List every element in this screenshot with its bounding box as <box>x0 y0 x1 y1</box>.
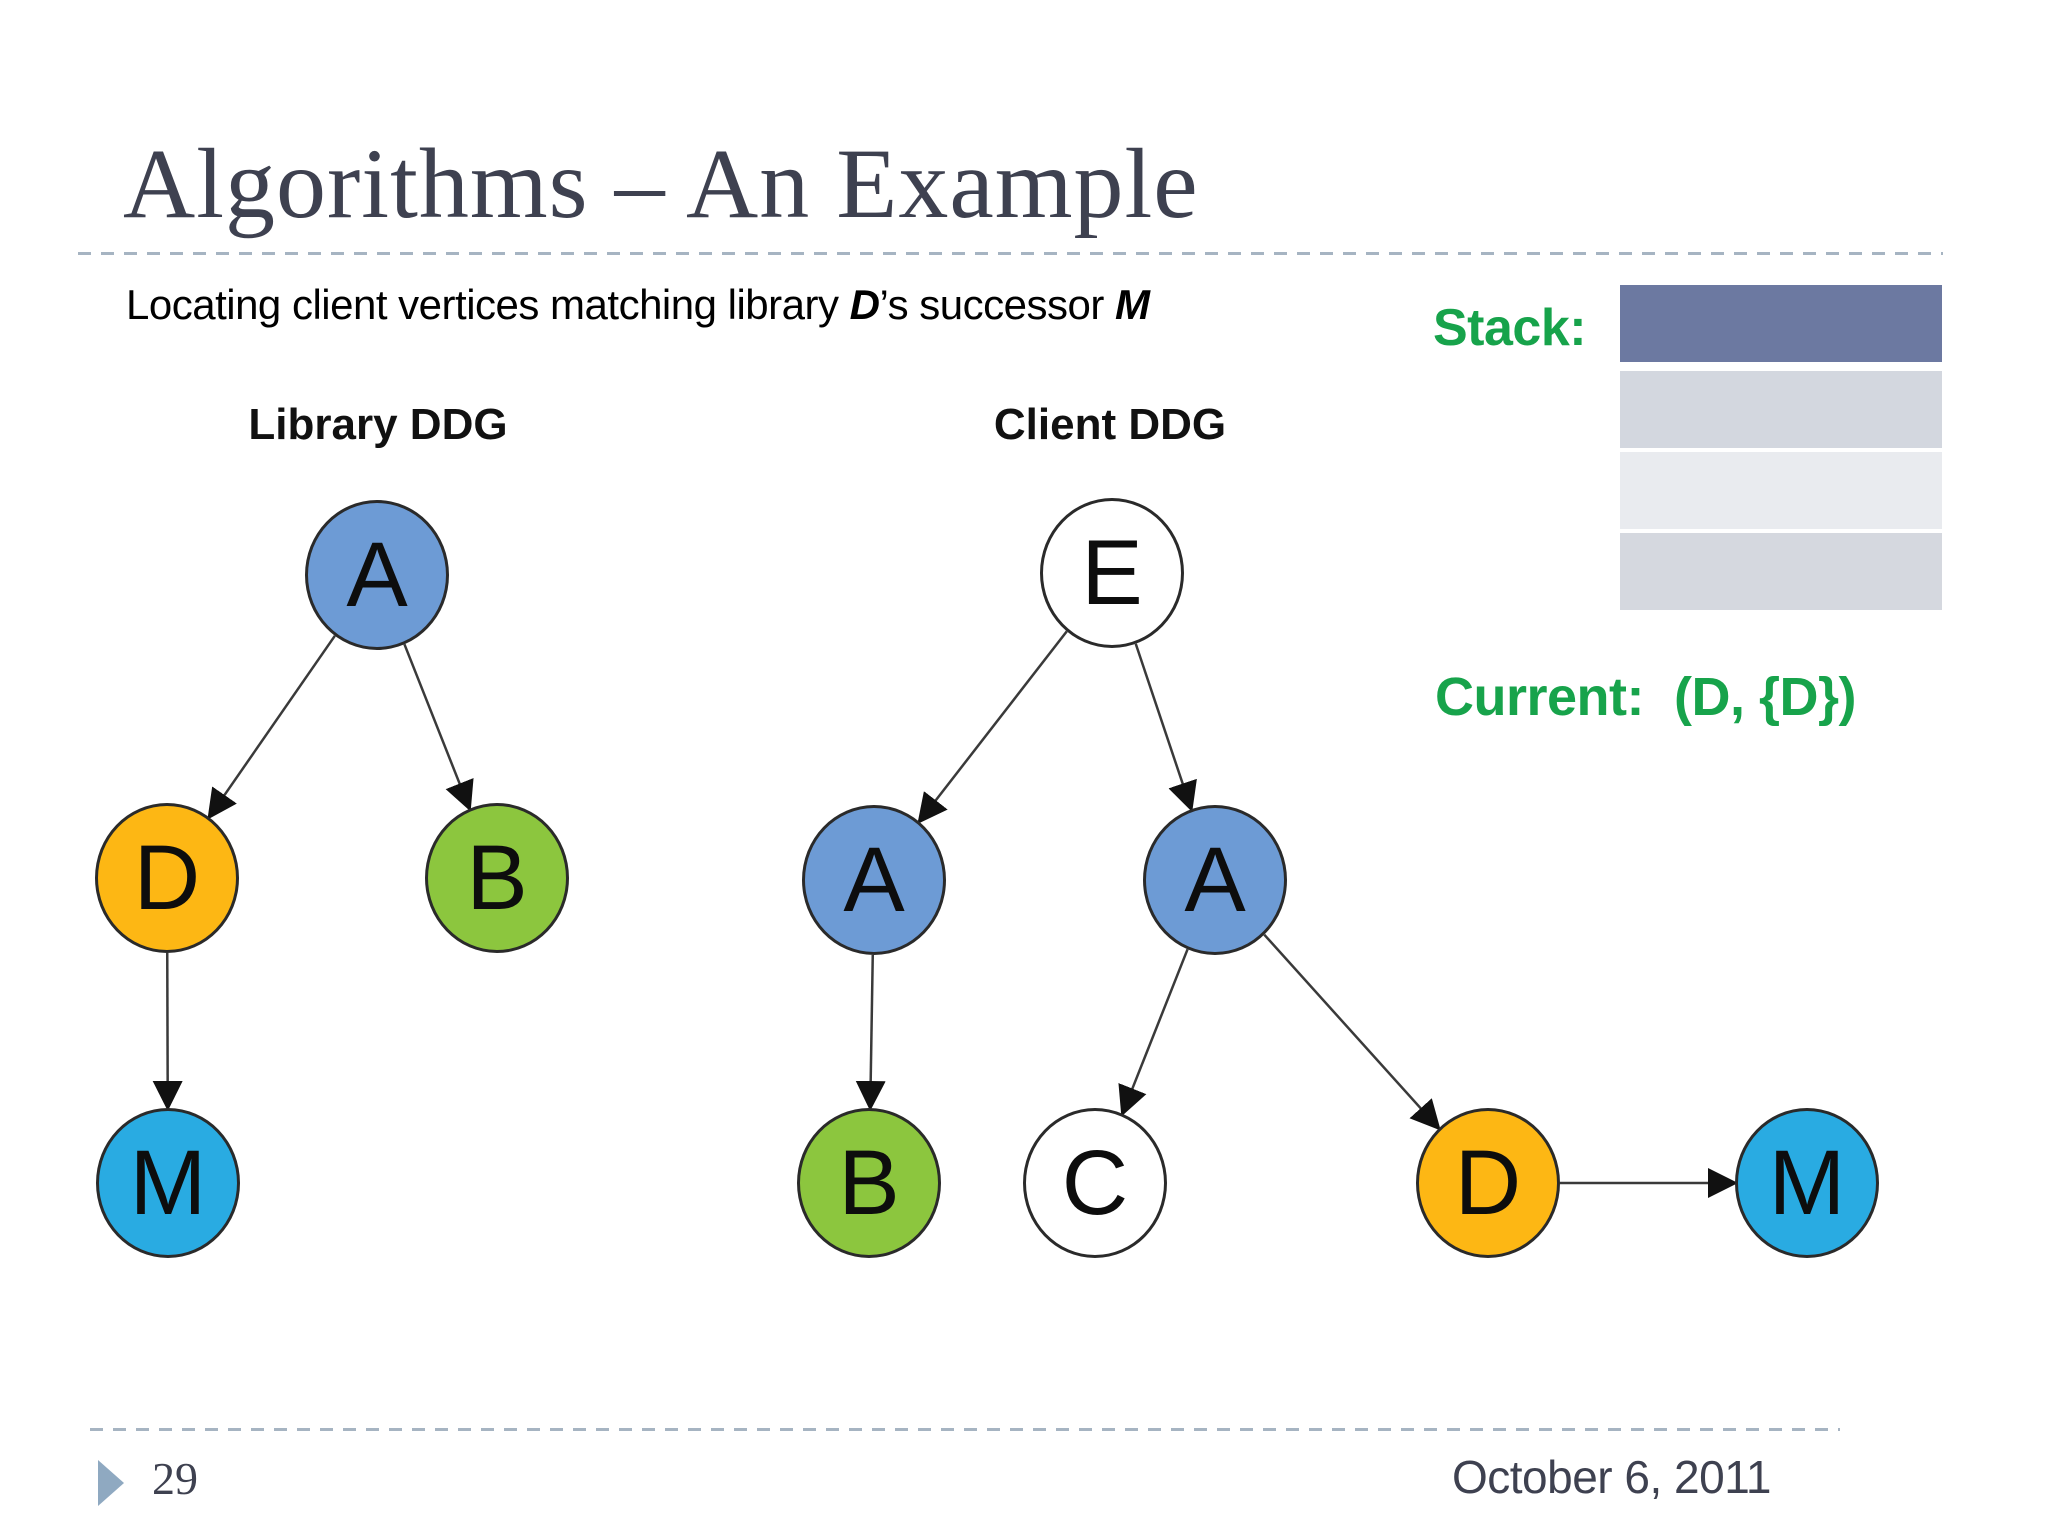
node-lib-M: M <box>96 1108 240 1258</box>
current-value: (D, {D}) <box>1674 667 1857 727</box>
node-cli-B: B <box>797 1108 941 1258</box>
current-label: Current: <box>1435 667 1645 727</box>
node-lib-D: D <box>95 803 239 953</box>
edge-cli-A2-cli-C <box>1118 948 1189 1117</box>
node-cli-E: E <box>1040 498 1184 648</box>
edge-cli-A1-cli-B <box>855 954 886 1112</box>
footer-divider <box>90 1428 1840 1431</box>
edge-cli-E-cli-A2 <box>1134 643 1197 813</box>
node-cli-C: C <box>1023 1108 1167 1258</box>
stack-row-1 <box>1620 371 1942 448</box>
stack-row-0 <box>1620 285 1942 362</box>
node-cli-A1: A <box>802 805 946 955</box>
edge-lib-D-lib-M <box>152 952 183 1112</box>
subtitle-emphasis-m: M <box>1115 281 1150 328</box>
edge-cli-A2-cli-D <box>1263 933 1441 1131</box>
client-ddg-label: Client DDG <box>993 400 1227 449</box>
edge-lib-A-lib-B <box>403 643 474 812</box>
node-lib-B: B <box>425 803 569 953</box>
current-line: Current: (D, {D}) <box>1435 666 1857 728</box>
stack-row-3 <box>1620 533 1942 610</box>
slide-title: Algorithms – An Example <box>123 128 1199 239</box>
subtitle-text: Locating client vertices matching librar… <box>126 281 850 328</box>
subtitle-text-2: ’s successor <box>879 281 1115 328</box>
library-ddg-label: Library DDG <box>248 400 508 449</box>
node-cli-D: D <box>1416 1108 1560 1258</box>
node-cli-A2: A <box>1143 805 1287 955</box>
header-divider <box>78 252 1943 255</box>
footer-date: October 6, 2011 <box>1452 1451 1771 1503</box>
node-lib-A: A <box>305 500 449 650</box>
stack-row-2 <box>1620 452 1942 529</box>
subtitle-emphasis-d: D <box>849 281 880 328</box>
edge-cli-E-cli-A1 <box>917 630 1068 825</box>
node-cli-M: M <box>1735 1108 1879 1258</box>
footer-triangle-icon <box>98 1460 124 1506</box>
edge-lib-A-lib-D <box>207 635 336 820</box>
stack-label: Stack: <box>1433 299 1587 357</box>
slide-subtitle: Locating client vertices matching librar… <box>126 280 1150 330</box>
page-number: 29 <box>152 1453 198 1504</box>
